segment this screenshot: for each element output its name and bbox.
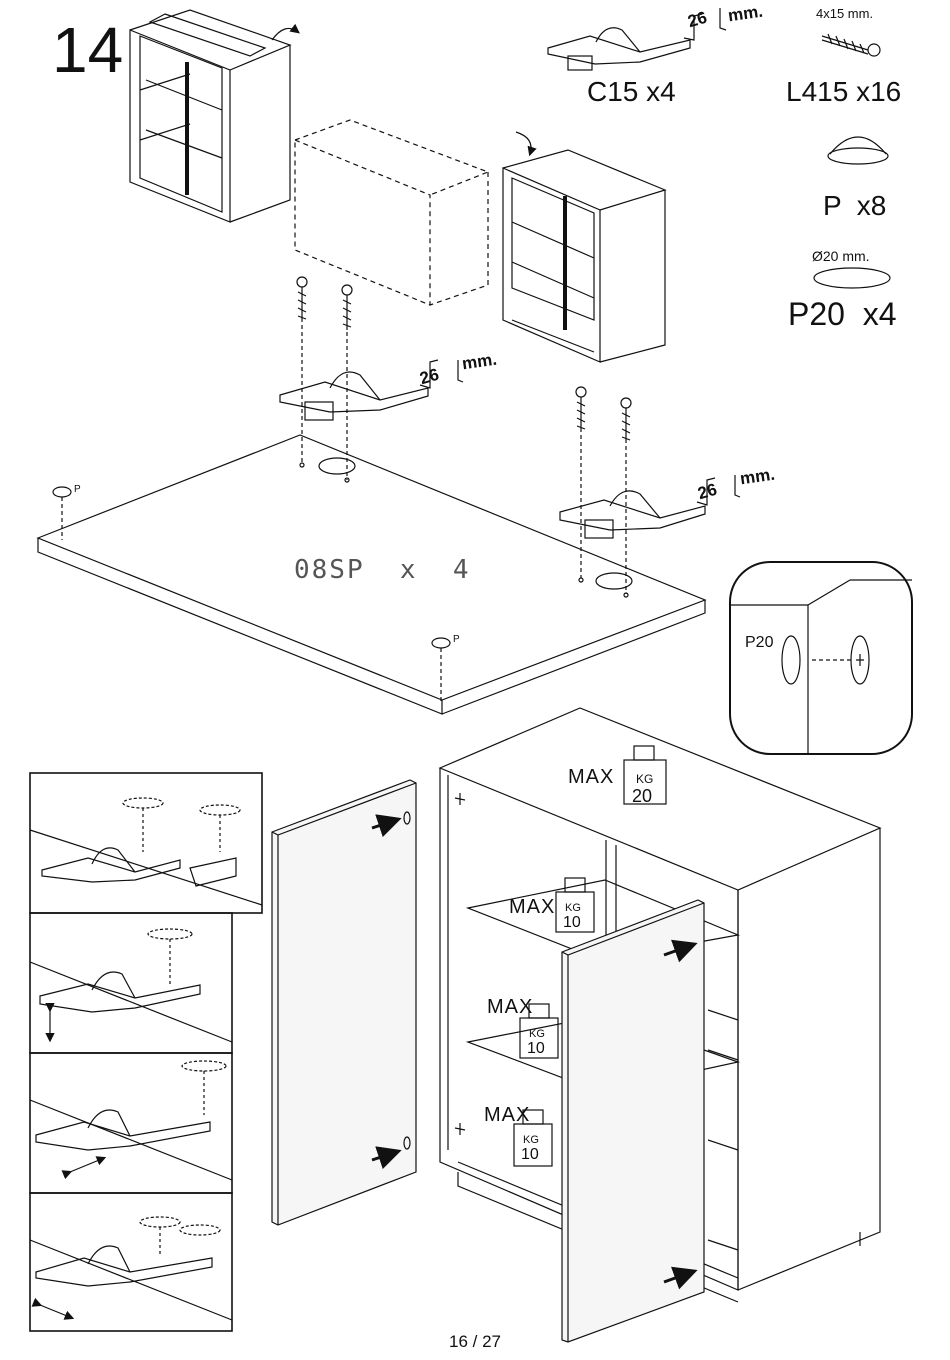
pad-part-icon — [814, 268, 890, 288]
load-max-4: MAX — [484, 1104, 530, 1127]
load-value-1: 20 — [632, 786, 652, 807]
bumper-part-icon — [828, 137, 888, 164]
hinge-mark-top — [455, 793, 465, 805]
detail-pad-label: P20 — [745, 634, 773, 652]
load-unit-4: KG — [523, 1134, 539, 1146]
cabinet-upside-down — [130, 10, 290, 222]
adjust-panel-4 — [30, 1193, 232, 1331]
screw-left-a — [297, 277, 307, 322]
load-max-3: MAX — [487, 996, 533, 1019]
load-value-3: 10 — [527, 1040, 545, 1058]
step-number: 14 — [52, 18, 123, 82]
hinge-part-label: C15 x4 — [587, 76, 676, 108]
screw-left-b — [342, 285, 352, 330]
screw-part-icon — [822, 34, 880, 56]
door-left — [272, 780, 416, 1225]
door-open — [562, 900, 704, 1342]
bumper-part-label: P x8 — [823, 190, 886, 222]
adjust-panel-2 — [30, 913, 232, 1053]
hinge-part-icon — [548, 28, 690, 70]
flip-arrow-2 — [516, 132, 531, 154]
load-unit-2: KG — [565, 902, 581, 914]
load-max-2: MAX — [509, 896, 555, 919]
screw-part-size: 4x15 mm. — [816, 6, 873, 21]
pad-part-diameter: Ø20 mm. — [812, 248, 870, 264]
adjust-panel-1 — [30, 773, 262, 913]
load-unit-3: KG — [529, 1028, 545, 1040]
adjust-panel-3 — [30, 1053, 232, 1193]
load-max-1: MAX — [568, 766, 614, 789]
hinge-right — [560, 491, 705, 538]
screw-part-label: L415 x16 — [786, 76, 901, 108]
cabinet-upright — [503, 150, 665, 362]
bumper-marker-b — [432, 638, 450, 648]
flip-arrow — [272, 28, 298, 40]
detail-callout — [730, 562, 912, 754]
load-value-2: 10 — [563, 914, 581, 932]
load-unit-1: KG — [636, 772, 653, 786]
load-value-4: 10 — [521, 1146, 539, 1164]
page-number: 16 / 27 — [0, 1332, 950, 1352]
panel-label: 08SP x 4 — [294, 555, 471, 585]
screw-right-a — [576, 387, 586, 432]
hinge-mark-bottom — [455, 1123, 465, 1135]
bumper-marker-label-a: P — [74, 484, 81, 495]
pad-part-label: P20 x4 — [788, 296, 897, 333]
bumper-marker-label-b: P — [453, 634, 460, 645]
ghost-cabinet-outline — [295, 120, 488, 305]
screw-right-b — [621, 398, 631, 443]
bumper-marker-a — [53, 487, 71, 497]
